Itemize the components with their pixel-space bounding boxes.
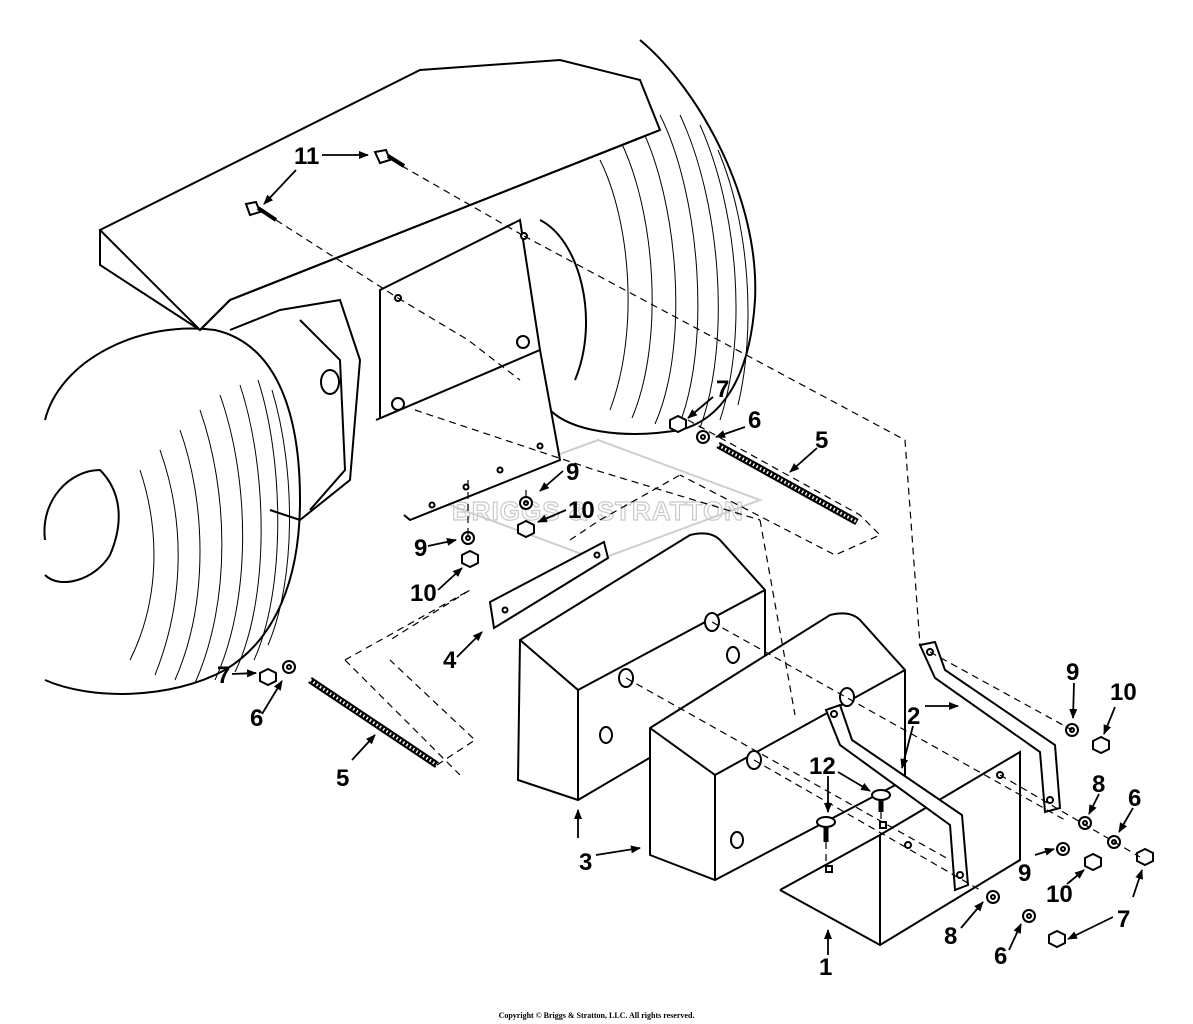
weight-right (649, 612, 906, 882)
callout-6-right: 6 (1128, 785, 1141, 812)
hood-body (98, 58, 662, 522)
callout-labels: 11 7 6 5 9 10 9 10 4 7 6 5 3 2 12 9 10 8… (217, 143, 1141, 981)
callout-9-right: 9 (1066, 659, 1079, 686)
callout-2: 2 (907, 703, 920, 730)
callout-4: 4 (443, 647, 457, 674)
callout-7-low: 7 (1117, 906, 1130, 933)
callout-10-low: 10 (1046, 881, 1073, 908)
threaded-rod-upper (716, 441, 859, 526)
callout-5-left: 5 (336, 765, 349, 792)
callout-12: 12 (809, 753, 836, 780)
callout-6-upper: 6 (748, 407, 761, 434)
callout-8-right: 8 (1092, 771, 1105, 798)
callout-10-upper: 10 (568, 497, 595, 524)
strap-2-left (824, 703, 970, 892)
alignment-lines (275, 165, 1141, 891)
callout-10-mid: 10 (410, 580, 437, 607)
callout-9-mid: 9 (414, 535, 427, 562)
copyright-notice: Copyright © Briggs & Stratton, LLC. All … (498, 1011, 695, 1020)
right-tire (539, 39, 757, 435)
callout-7-left: 7 (217, 662, 230, 689)
hex-bolts (244, 148, 891, 842)
leader-arrows (231, 151, 1143, 955)
callout-1: 1 (819, 954, 832, 981)
callout-7-upper: 7 (716, 376, 729, 403)
front-mount-plate (375, 218, 562, 522)
callout-6-left: 6 (250, 705, 263, 732)
plate-4 (488, 540, 610, 630)
left-tire (43, 327, 302, 695)
callout-8-low: 8 (944, 923, 957, 950)
callout-10-right: 10 (1110, 679, 1137, 706)
threaded-rod-lower (308, 677, 439, 768)
callout-6-low: 6 (994, 943, 1007, 970)
bracket-1 (779, 750, 1021, 947)
watermark-text: BRIGGS & STRATTON (452, 496, 744, 526)
callout-3: 3 (579, 849, 592, 876)
callout-9-low: 9 (1018, 860, 1031, 887)
nuts-and-washers (259, 414, 1154, 949)
callout-9-upper: 9 (566, 459, 579, 486)
callout-5-upper: 5 (815, 427, 828, 454)
callout-11: 11 (294, 143, 319, 170)
